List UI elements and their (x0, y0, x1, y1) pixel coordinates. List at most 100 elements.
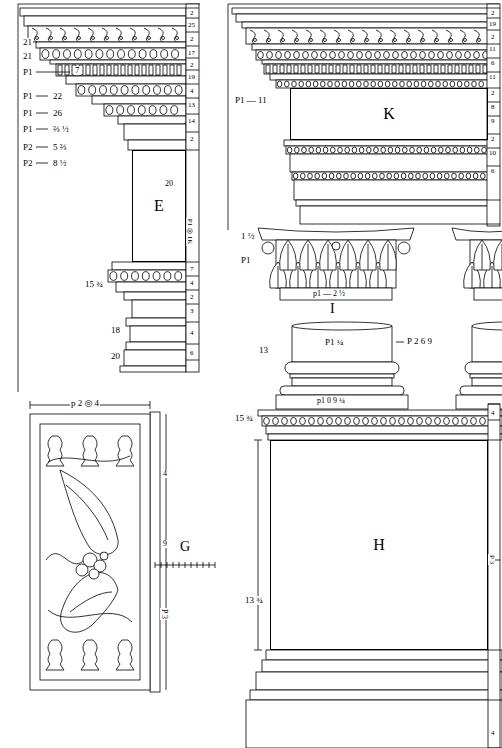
grotesque-detail (66, 485, 108, 540)
dimension-number: p1 — 2 ½ (312, 290, 346, 298)
leaf-rib (288, 244, 289, 270)
egg-ornament (436, 81, 441, 87)
molding-band (262, 660, 502, 672)
modillion-scroll (432, 30, 440, 45)
dimension-number: 21 (22, 52, 33, 61)
egg-ornament (408, 173, 413, 179)
dentil (427, 65, 431, 73)
modillion-scroll (446, 30, 454, 45)
modillion-eye (380, 39, 383, 42)
scale-tick (161, 562, 162, 568)
egg-ornament (457, 81, 462, 87)
dimension-number: 7 (74, 66, 81, 75)
column-shaft (292, 326, 392, 362)
dimension-number: 2 (490, 90, 496, 97)
abacus-flower (332, 242, 340, 250)
scale-tick (173, 562, 174, 568)
dentil (170, 65, 174, 75)
baluster (116, 436, 134, 466)
dimension-number: 8 ½ (52, 159, 68, 168)
egg-ornament (471, 417, 477, 424)
egg-ornament (452, 173, 457, 179)
egg-ornament (480, 173, 485, 179)
egg-ornament (366, 51, 372, 58)
dimension-number: 9 (490, 118, 496, 125)
astragal (474, 288, 502, 300)
leaf-rib (358, 266, 359, 288)
acanthus-leaf (340, 240, 357, 270)
egg-ornament (175, 86, 182, 95)
egg-ornament (473, 173, 478, 179)
egg-ornament (342, 81, 347, 87)
egg-ornament (395, 147, 400, 153)
molding-band (118, 116, 186, 124)
egg-ornament (175, 272, 182, 281)
egg-ornament (285, 51, 291, 58)
egg-ornament (320, 81, 325, 87)
egg-ornament (329, 173, 334, 179)
modillion-scroll (418, 30, 426, 45)
modillion-eye (394, 39, 397, 42)
torus (465, 362, 502, 374)
scale-tick (487, 18, 500, 19)
capital-bell (276, 240, 396, 288)
part-letter: G (179, 540, 191, 554)
scale-tick (487, 134, 500, 135)
dentil (301, 65, 305, 73)
egg-ornament (348, 51, 354, 58)
leaf-rib (308, 244, 309, 270)
modillion-eye (92, 37, 95, 40)
egg-ornament (399, 417, 405, 424)
dimension-number: 13 (258, 346, 269, 355)
modillion-eye (366, 39, 369, 42)
molding-band (232, 8, 488, 14)
egg-ornament (335, 81, 340, 87)
modillion-eye (436, 39, 439, 42)
modillion-scroll (320, 30, 328, 45)
egg-ornament (435, 417, 441, 424)
dimension-number: 6 (189, 350, 195, 357)
egg-ornament (282, 417, 288, 424)
molding-band (128, 140, 186, 150)
egg-and-dart-band (262, 416, 502, 426)
egg-ornament (117, 106, 124, 115)
egg-ornament (392, 81, 397, 87)
egg-ornament (273, 417, 279, 424)
dimension-number: 8 (490, 104, 496, 111)
egg-ornament (453, 147, 458, 153)
leader-line (36, 147, 48, 148)
scale-tick (487, 224, 500, 225)
modillion-scroll (404, 30, 412, 45)
egg-ornament (364, 81, 369, 87)
dimension-number: 13 (187, 102, 196, 109)
scale-tick (186, 360, 199, 361)
shaft-top (472, 322, 502, 330)
panel-frame (30, 414, 150, 690)
egg-ornament (336, 417, 342, 424)
dimension-number: 19 (187, 74, 196, 81)
modillion-eye (324, 39, 327, 42)
fruit-cluster (100, 552, 108, 560)
dimension-number: 17 (187, 50, 196, 57)
scale-tick (186, 32, 199, 33)
dimension-number: P1 (22, 109, 34, 118)
dimension-number: 20 (164, 180, 174, 188)
egg-ornament (366, 147, 371, 153)
modillion-eye (120, 37, 123, 40)
modillion-scroll (460, 30, 468, 45)
dimension-number: 22 (52, 92, 63, 101)
dimension-number: 26 (52, 109, 63, 118)
egg-ornament (110, 86, 117, 95)
leaf-rib (278, 266, 279, 288)
egg-ornament (110, 272, 117, 281)
egg-ornament (345, 417, 351, 424)
dimension-number: P1 (22, 68, 34, 77)
modillion-scroll (116, 28, 124, 43)
dimension-number: P1 ◎ 1K (186, 218, 193, 246)
molding-band (126, 342, 186, 350)
dentil (392, 65, 396, 73)
scale-tick (487, 58, 500, 59)
dentil (280, 65, 284, 73)
scale-column (487, 4, 500, 226)
